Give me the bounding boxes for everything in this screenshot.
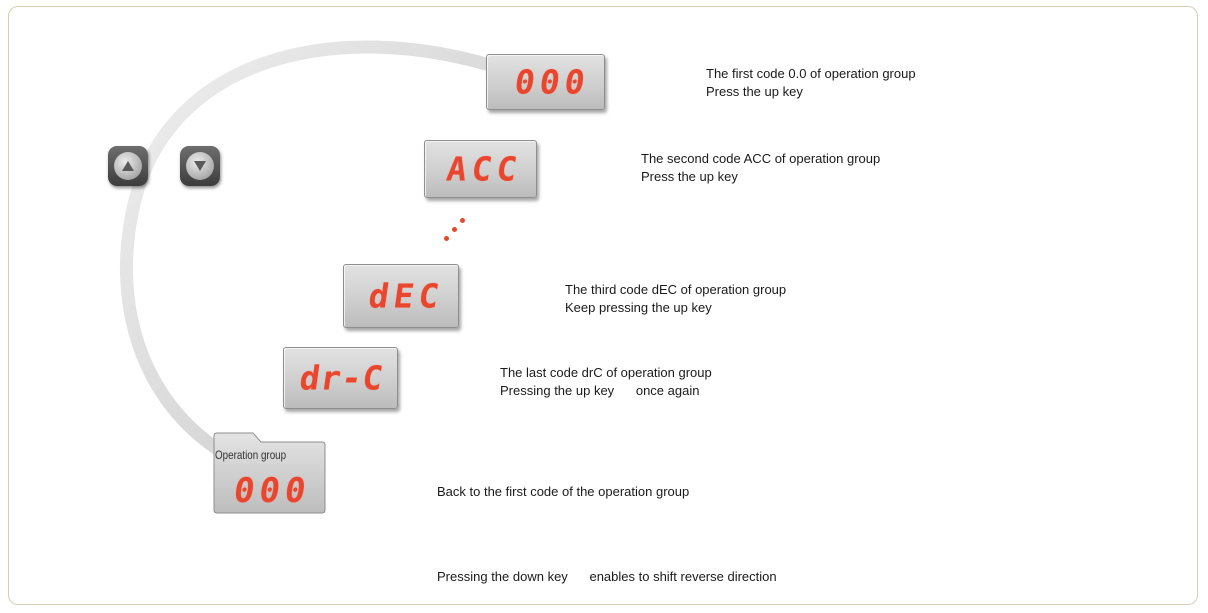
display-drc-code-value: dr-C — [296, 358, 386, 398]
ellipsis-dot — [452, 227, 457, 232]
display-acc-code-value: ACC — [444, 149, 525, 189]
ellipsis-dot — [444, 236, 449, 241]
down-arrow-icon — [194, 161, 206, 171]
display-drc-code: dr-C — [283, 347, 398, 409]
caption-second-line2: Press the up key — [641, 169, 738, 184]
caption-last: The last code drC of operation group Pre… — [500, 364, 712, 400]
folder-value: 000 — [230, 471, 313, 511]
diagram-frame — [8, 6, 1198, 605]
display-acc-code: ACC — [424, 140, 537, 198]
caption-third: The third code dEC of operation group Ke… — [565, 281, 786, 317]
folder-label: Operation group — [215, 448, 287, 462]
display-first-code: 000 — [486, 54, 605, 110]
caption-third-line1: The third code dEC of operation group — [565, 282, 787, 297]
up-key-button[interactable] — [108, 146, 148, 186]
ellipsis-dot — [460, 218, 465, 223]
operation-group-folder: Operation group 000 — [213, 432, 326, 514]
caption-reverse: Pressing the down key enables to shift r… — [437, 569, 777, 584]
down-key-button[interactable] — [180, 146, 220, 186]
caption-third-line2: Keep pressing the up key — [565, 300, 712, 315]
caption-first-line2: Press the up key — [706, 84, 803, 99]
up-arrow-icon — [122, 161, 134, 171]
display-first-code-value: 000 — [512, 62, 593, 102]
caption-first-line1: The first code 0.0 of operation group — [706, 66, 916, 81]
caption-second: The second code ACC of operation group P… — [641, 150, 880, 186]
display-dec-code: dEC — [343, 264, 459, 328]
caption-last-line1: The last code drC of operation group — [500, 365, 712, 380]
display-dec-code-value: dEC — [366, 276, 447, 316]
caption-last-line2: Pressing the up key once again — [500, 383, 700, 398]
folder-shape — [213, 432, 326, 514]
caption-first: The first code 0.0 of operation group Pr… — [706, 65, 916, 101]
caption-second-line1: The second code ACC of operation group — [641, 151, 881, 166]
caption-back: Back to the first code of the operation … — [437, 484, 690, 499]
